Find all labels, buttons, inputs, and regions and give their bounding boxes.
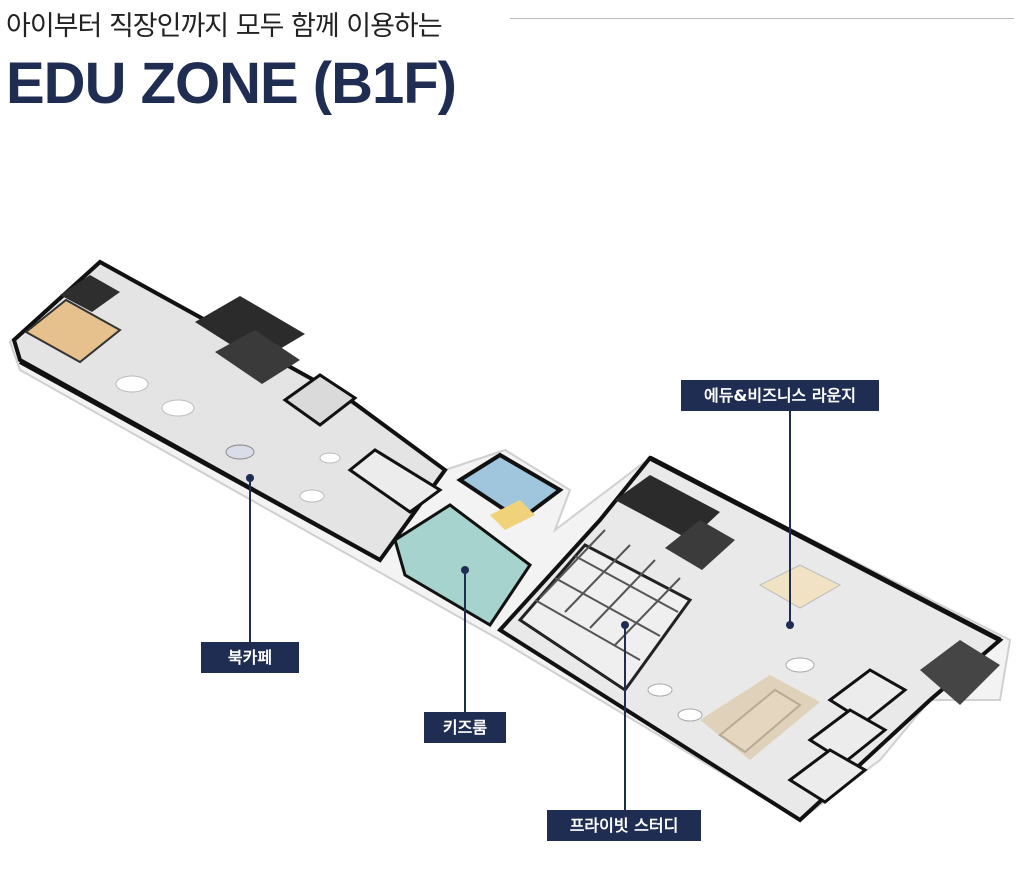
wood-room bbox=[24, 298, 122, 364]
table bbox=[225, 444, 255, 460]
label-kids-room: 키즈룸 bbox=[424, 712, 506, 743]
room-wall bbox=[282, 373, 358, 427]
pointer-dot-kids-room bbox=[461, 566, 469, 574]
table bbox=[115, 375, 149, 393]
wood-floor bbox=[700, 675, 820, 760]
front-wall bbox=[19, 360, 381, 562]
table bbox=[319, 452, 341, 464]
pointer-dot-edu-lounge bbox=[786, 621, 794, 629]
page-title: EDU ZONE (B1F) bbox=[6, 51, 457, 116]
kids-play-area bbox=[456, 452, 564, 523]
study-rooms bbox=[787, 668, 908, 804]
table bbox=[299, 489, 325, 503]
table bbox=[677, 708, 703, 722]
table bbox=[161, 399, 195, 417]
label-private-study: 프라이빗 스터디 bbox=[547, 810, 701, 841]
table bbox=[647, 683, 673, 697]
back-wall bbox=[648, 455, 1002, 643]
pointer-dot-private-study bbox=[621, 621, 629, 629]
book-cafe-floor bbox=[11, 259, 448, 563]
restroom-block bbox=[60, 275, 120, 312]
utility-room bbox=[615, 475, 720, 540]
page-subtitle: 아이부터 직장인까지 모두 함께 이용하는 bbox=[6, 11, 443, 42]
label-book-cafe: 북카페 bbox=[201, 642, 299, 673]
kids-yellow-frame bbox=[490, 500, 535, 530]
restroom-block bbox=[215, 330, 300, 384]
label-edu-business-lounge: 에듀&비즈니스 라운지 bbox=[681, 380, 879, 411]
table bbox=[785, 657, 815, 673]
lounge-counter bbox=[758, 564, 842, 609]
kids-room-floor bbox=[393, 503, 533, 628]
pointer-dot-book-cafe bbox=[246, 474, 254, 482]
utility-room bbox=[665, 520, 735, 570]
room-wall bbox=[347, 448, 443, 514]
header-divider bbox=[510, 18, 1014, 19]
utility-room bbox=[920, 640, 1000, 705]
